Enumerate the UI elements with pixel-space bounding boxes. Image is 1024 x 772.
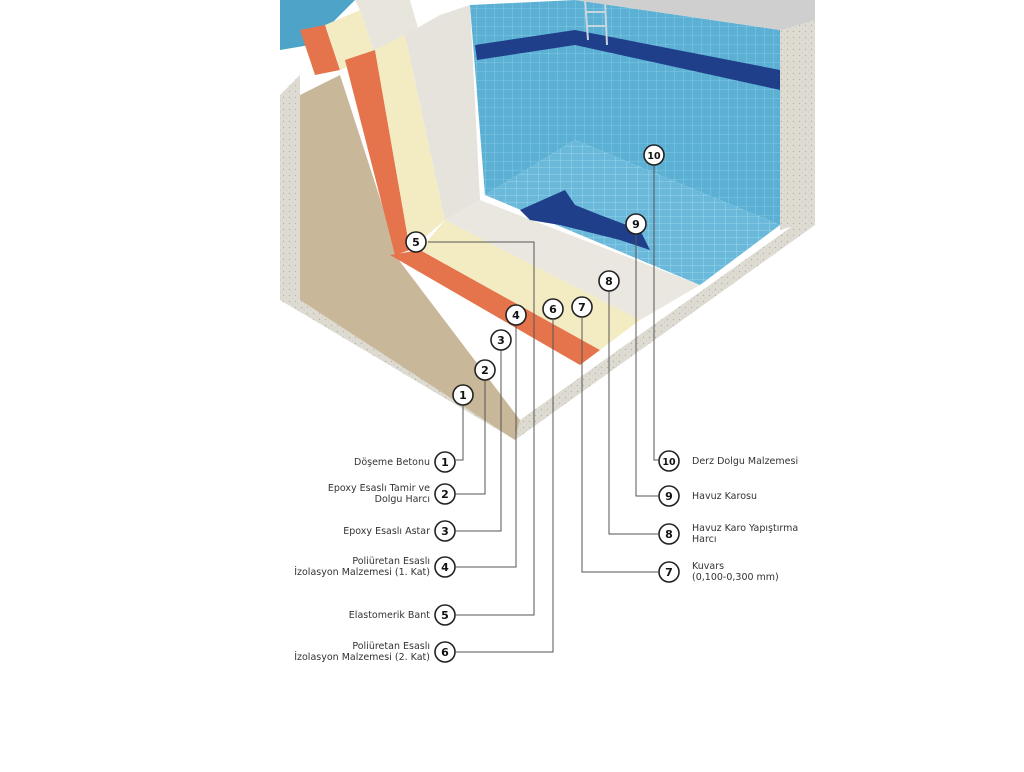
svg-text:8: 8	[665, 528, 673, 541]
illustration-markers: 1 2 34 5 6 7 8 9 10	[405, 144, 665, 406]
leader-9	[635, 234, 658, 497]
marker-3: 3	[490, 329, 512, 351]
leader-lines	[428, 164, 658, 653]
leader-6	[456, 320, 554, 653]
marker-5: 5	[405, 231, 427, 253]
leader-8	[608, 291, 658, 535]
svg-text:10: 10	[647, 151, 661, 162]
leader-3	[456, 350, 502, 532]
svg-text:2: 2	[441, 488, 449, 501]
leader-5	[428, 241, 535, 616]
legend-label-7: Kuvars(0,100-0,300 mm)	[692, 561, 779, 583]
legend-label-line: Döşeme Betonu	[354, 456, 430, 468]
svg-text:7: 7	[665, 566, 673, 579]
leader-1	[456, 405, 464, 461]
leader-4	[456, 325, 517, 568]
legend-label-line: Harcı	[692, 534, 717, 545]
svg-text:5: 5	[412, 236, 420, 249]
svg-text:3: 3	[441, 525, 449, 538]
legend-marker-4: 4	[434, 556, 456, 578]
legend-label-1: Döşeme Betonu	[354, 457, 430, 468]
legend-label-10: Derz Dolgu Malzemesi	[692, 456, 798, 467]
concrete-slab	[280, 0, 815, 440]
legend-marker-5: 5	[434, 604, 456, 626]
legend-label-line: İzolasyon Malzemesi (1. Kat)	[294, 567, 430, 578]
legend-label-line: (0,100-0,300 mm)	[692, 572, 779, 583]
legend-label-line: Havuz Karo Yapıştırma	[692, 523, 799, 534]
legend-marker-2: 2	[434, 483, 456, 505]
marker-7: 7	[571, 296, 593, 318]
legend-marker-1: 1	[434, 451, 456, 473]
legend-label-line: Poliüretan Esaslı	[352, 641, 430, 652]
svg-text:5: 5	[441, 609, 449, 622]
svg-text:10: 10	[662, 457, 676, 468]
svg-text:6: 6	[441, 646, 449, 659]
marker-2: 2	[474, 359, 496, 381]
svg-text:4: 4	[441, 561, 449, 574]
legend-marker-9: 9	[658, 485, 680, 507]
legend-marker-6: 6	[434, 641, 456, 663]
pool-tiles	[470, 0, 815, 285]
legend-label-line: Derz Dolgu Malzemesi	[692, 455, 799, 467]
svg-text:3: 3	[497, 334, 505, 347]
marker-8: 8	[598, 270, 620, 292]
legend-label-line: Epoxy Esaslı Astar	[343, 525, 430, 537]
legend-label-line: Havuz Karosu	[692, 490, 757, 502]
marker-4: 4	[505, 304, 527, 326]
legend-label-3: Epoxy Esaslı Astar	[343, 526, 430, 537]
legend-label-line: İzolasyon Malzemesi (2. Kat)	[294, 652, 430, 663]
legend-marker-10: 10	[658, 450, 680, 472]
legend-label-line: Dolgu Harcı	[374, 494, 430, 505]
marker-1: 1	[452, 384, 474, 406]
legend-marker-7: 7	[658, 561, 680, 583]
legend-label-line: Kuvars	[692, 561, 725, 572]
leader-7	[581, 318, 658, 573]
legend-label-9: Havuz Karosu	[692, 491, 757, 502]
svg-text:8: 8	[605, 275, 613, 288]
leader-10	[653, 164, 658, 461]
wall-layers	[300, 5, 480, 280]
svg-text:4: 4	[512, 309, 520, 322]
marker-9: 9	[625, 213, 647, 235]
legend-label-line: Epoxy Esaslı Tamir ve	[327, 483, 430, 494]
svg-text:1: 1	[459, 389, 467, 402]
marker-6: 6	[542, 298, 564, 320]
leader-2	[456, 380, 486, 495]
marker-10: 10	[643, 144, 665, 166]
svg-text:7: 7	[578, 301, 586, 314]
legend-label-line: Poliüretan Esaslı	[352, 556, 430, 567]
svg-text:9: 9	[632, 218, 640, 231]
legend-marker-3: 3	[434, 520, 456, 542]
svg-text:6: 6	[549, 303, 557, 316]
legend-markers: 1 2 3 4 5 6 10 9 8 7	[434, 450, 680, 663]
svg-text:2: 2	[481, 364, 489, 377]
legend-marker-8: 8	[658, 523, 680, 545]
legend-label-line: Elastomerik Bant	[348, 609, 430, 621]
legend-label-5: Elastomerik Bant	[349, 610, 430, 621]
svg-text:9: 9	[665, 490, 673, 503]
svg-text:1: 1	[441, 456, 449, 469]
